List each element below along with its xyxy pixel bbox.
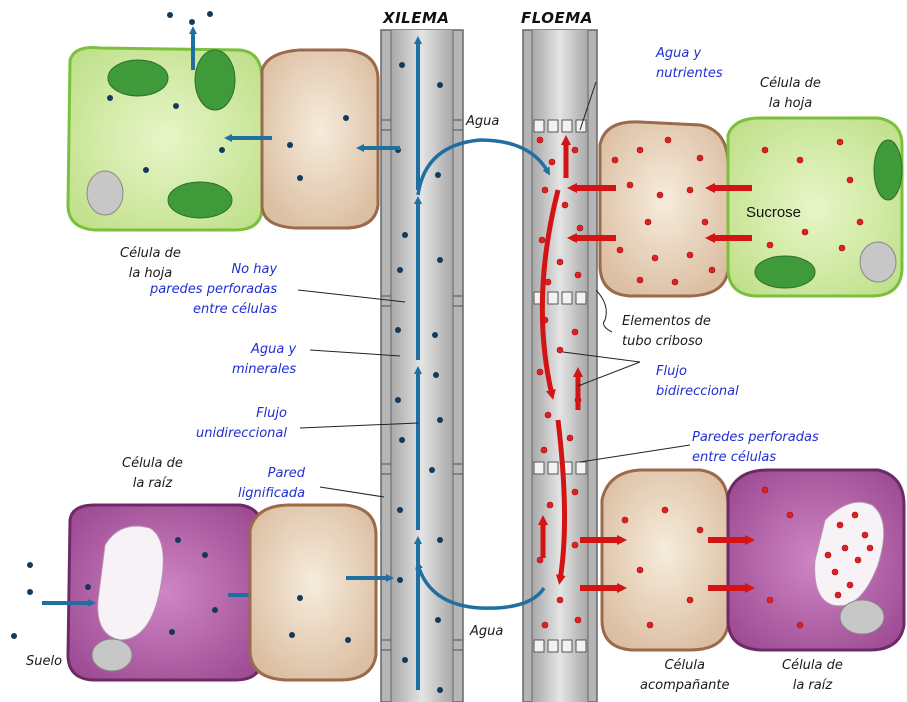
perforated-walls-label: Paredes perforadas entre células (692, 428, 819, 468)
leaf-cell-right-label: Célula de la hoja (760, 74, 821, 114)
bidirectional-flow-label: Flujo bidireccional (656, 362, 739, 402)
chloroplast-icon (874, 140, 902, 200)
xylem-parenchyma-bottom (250, 505, 376, 680)
sucrose-label: Sucrose (746, 204, 801, 221)
nucleus-icon (87, 171, 123, 215)
unidirectional-flow-label: Flujo unidireccional (196, 404, 287, 444)
water-minerals-label: Agua y minerales (232, 340, 296, 380)
phloem-header: FLOEMA (521, 9, 593, 27)
root-cell-right-label: Célula de la raíz (782, 656, 843, 696)
no-perforated-walls-label: No hay paredes perforadas entre células (150, 260, 277, 320)
nucleus-icon (860, 242, 896, 282)
water-nutrients-label: Agua y nutrientes (656, 44, 723, 84)
root-cell-right (728, 470, 904, 650)
chloroplast-icon (108, 60, 168, 96)
root-cell-left-label: Célula de la raíz (122, 454, 183, 494)
xylem-parenchyma-top (262, 50, 378, 228)
companion-cell-label: Célula acompañante (640, 656, 730, 696)
chloroplast-icon (195, 50, 235, 110)
xylem-header: XILEMA (383, 9, 450, 27)
root-cell-left (68, 505, 262, 680)
nucleus-icon (840, 600, 884, 634)
chloroplast-icon (168, 182, 232, 218)
lignified-wall-label: Pared lignificada (238, 464, 305, 504)
water-top-label: Agua (466, 112, 499, 132)
companion-cell-bottom (602, 470, 728, 650)
sieve-tube-elements-label: Elementos de tubo criboso (622, 312, 711, 352)
water-bottom-label: Agua (470, 622, 503, 642)
chloroplast-icon (755, 256, 815, 288)
nucleus-icon (92, 639, 132, 671)
soil-label: Suelo (26, 652, 62, 672)
